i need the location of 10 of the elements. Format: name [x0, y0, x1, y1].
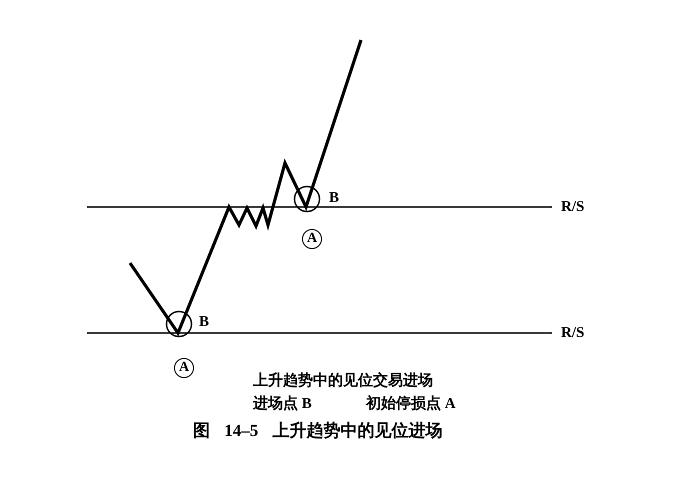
figure-caption: 图 14–5 上升趋势中的见位进场: [193, 422, 442, 439]
note-text: 上升趋势中的见位交易进场: [253, 374, 433, 389]
note-text: 初始停损点 A: [366, 397, 456, 412]
point-letter: B: [199, 315, 210, 330]
level-label: R/S: [561, 200, 584, 215]
point-letter: B: [329, 191, 340, 206]
note-text: 进场点 B: [253, 397, 312, 412]
circled-letter: A: [302, 229, 322, 249]
circled-letter: A: [174, 358, 194, 378]
level-label: R/S: [561, 326, 584, 341]
